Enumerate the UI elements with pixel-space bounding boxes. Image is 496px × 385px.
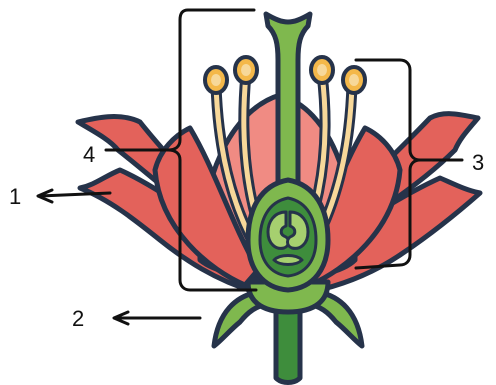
stem-and-sepals (214, 282, 362, 383)
anther-highlight (241, 64, 251, 76)
label-2: 2 (72, 306, 84, 331)
anther-highlight (317, 64, 327, 76)
label-1: 1 (9, 184, 21, 209)
label-4: 4 (83, 142, 95, 167)
ovule-bottom (274, 256, 302, 265)
label-3: 3 (472, 150, 484, 175)
anther-highlight (349, 74, 359, 86)
anther-highlight (211, 74, 221, 86)
